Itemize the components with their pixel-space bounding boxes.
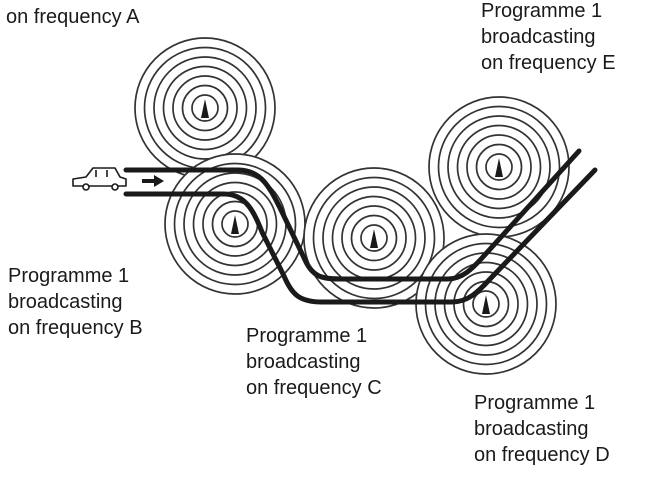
transmitter-label-b-line-2: broadcasting bbox=[8, 291, 123, 313]
road-edge-upper bbox=[123, 148, 582, 282]
coverage-ring bbox=[162, 65, 248, 151]
transmitter-label-a-line-1: on frequency A bbox=[6, 6, 140, 28]
coverage-ring bbox=[485, 153, 513, 181]
transmitter-label-d: Programme 1 broadcasting on frequency D bbox=[474, 390, 610, 468]
coverage-cell-d bbox=[415, 233, 557, 375]
transmitter-label-c-line-3: on frequency C bbox=[246, 377, 382, 399]
coverage-ring bbox=[350, 214, 398, 262]
coverage-ring bbox=[173, 162, 297, 286]
coverage-ring bbox=[472, 290, 500, 318]
coverage-ring bbox=[475, 143, 523, 191]
coverage-ring bbox=[437, 105, 561, 229]
transmitter-label-e: Programme 1 broadcasting on frequency E bbox=[481, 0, 616, 76]
transmitter-label-c-line-2: broadcasting bbox=[246, 351, 361, 373]
coverage-ring bbox=[202, 191, 268, 257]
transmitter-icon bbox=[370, 229, 378, 248]
transmitter-label-e-line-1: Programme 1 bbox=[481, 0, 603, 22]
road-edge-lower bbox=[123, 167, 598, 305]
coverage-cell-a bbox=[134, 37, 276, 179]
transmitter-label-d-line-2: broadcasting bbox=[474, 418, 589, 440]
direction-arrow-icon bbox=[142, 175, 164, 187]
transmitter-label-e-line-2: broadcasting bbox=[481, 26, 596, 48]
coverage-ring bbox=[466, 134, 532, 200]
coverage-ring bbox=[221, 210, 249, 238]
coverage-ring bbox=[192, 181, 278, 267]
transmitter-icon bbox=[495, 158, 503, 177]
road bbox=[123, 148, 598, 305]
transmitter-icon bbox=[201, 99, 209, 118]
coverage-ring bbox=[191, 94, 219, 122]
coverage-ring bbox=[322, 186, 426, 290]
coverage-ring bbox=[360, 224, 388, 252]
car-icon bbox=[72, 167, 127, 191]
coverage-ring bbox=[341, 205, 407, 271]
transmitter-label-b: Programme 1 broadcasting on frequency B bbox=[8, 263, 143, 341]
transmitter-icon bbox=[482, 295, 490, 314]
transmitter-label-c-line-1: Programme 1 bbox=[246, 325, 368, 347]
coverage-ring bbox=[181, 84, 229, 132]
transmitter-label-b-line-1: Programme 1 bbox=[8, 265, 130, 287]
transmitter-label-c: Programme 1 broadcasting on frequency C bbox=[246, 323, 382, 401]
coverage-ring bbox=[447, 115, 551, 219]
coverage-ring bbox=[312, 176, 436, 300]
coverage-ring bbox=[153, 56, 257, 160]
transmitter-label-d-line-3: on frequency D bbox=[474, 444, 610, 466]
transmitter-label-a: on frequency A bbox=[6, 4, 139, 30]
coverage-cell-c bbox=[303, 167, 445, 309]
transmitter-label-d-line-1: Programme 1 bbox=[474, 392, 596, 414]
transmitter-icon bbox=[231, 215, 239, 234]
coverage-ring bbox=[172, 75, 238, 141]
transmitter-label-e-line-3: on frequency E bbox=[481, 52, 616, 74]
coverage-ring bbox=[456, 124, 542, 210]
transmitter-label-b-line-3: on frequency B bbox=[8, 317, 143, 339]
